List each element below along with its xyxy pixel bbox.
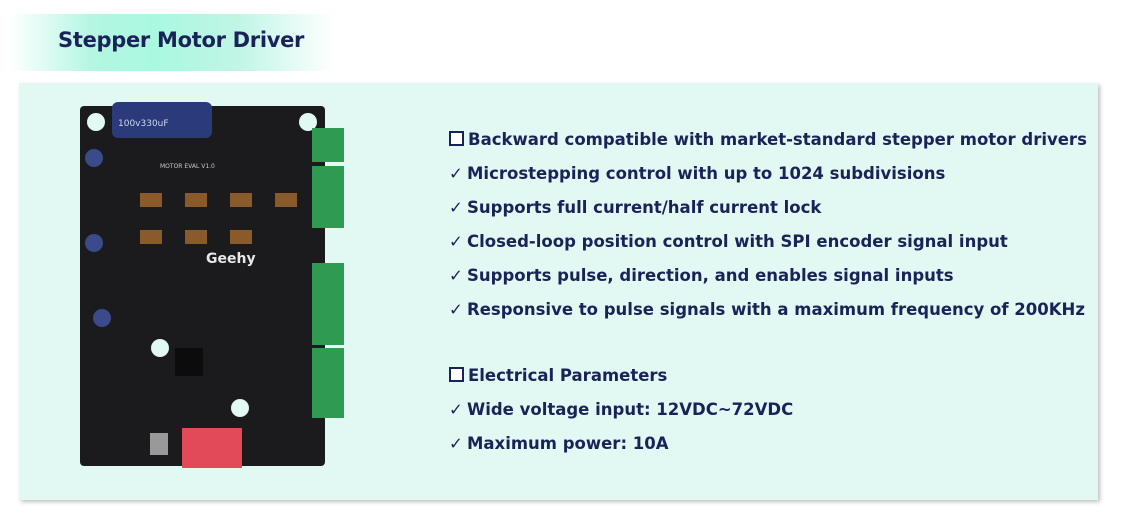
feature-text: Supports pulse, direction, and enables s… xyxy=(467,266,954,285)
feature-item: Backward compatible with market-standard… xyxy=(449,128,1087,162)
feature-list: Backward compatible with market-standard… xyxy=(449,128,1087,466)
check-icon: ✓ xyxy=(449,266,463,285)
feature-item: ✓Closed-loop position control with SPI e… xyxy=(449,230,1087,264)
pcb-board-image: 100v330uF Geehy MOTOR EVAL V1.0 xyxy=(80,102,344,468)
feature-item: ✓Supports pulse, direction, and enables … xyxy=(449,264,1087,298)
electrical-text: Wide voltage input: 12VDC~72VDC xyxy=(467,400,794,419)
title-band xyxy=(10,14,335,71)
electrical-text: Maximum power: 10A xyxy=(467,434,669,453)
feature-text: Microstepping control with up to 1024 su… xyxy=(467,164,946,183)
electrical-heading: Electrical Parameters xyxy=(449,364,1087,398)
feature-item: ✓Supports full current/half current lock xyxy=(449,196,1087,230)
check-icon: ✓ xyxy=(449,198,463,217)
feature-text: Closed-loop position control with SPI en… xyxy=(467,232,1008,251)
check-icon: ✓ xyxy=(449,232,463,251)
electrical-item: ✓Maximum power: 10A xyxy=(449,432,1087,466)
feature-text: Supports full current/half current lock xyxy=(467,198,822,217)
check-icon: ✓ xyxy=(449,300,463,319)
square-bullet-icon xyxy=(449,367,464,382)
check-icon: ✓ xyxy=(449,434,463,453)
svg-text:Geehy: Geehy xyxy=(206,251,256,267)
electrical-item: ✓Wide voltage input: 12VDC~72VDC xyxy=(449,398,1087,432)
svg-text:100v330uF: 100v330uF xyxy=(118,119,169,129)
heading-text: Electrical Parameters xyxy=(468,366,668,385)
check-icon: ✓ xyxy=(449,164,463,183)
square-bullet-icon xyxy=(449,131,464,146)
page-title: Stepper Motor Driver xyxy=(58,28,305,52)
feature-text: Backward compatible with market-standard… xyxy=(468,130,1087,149)
feature-text: Responsive to pulse signals with a maxim… xyxy=(467,300,1085,319)
feature-item: ✓Responsive to pulse signals with a maxi… xyxy=(449,298,1087,332)
svg-text:MOTOR EVAL V1.0: MOTOR EVAL V1.0 xyxy=(160,163,215,170)
feature-item: ✓Microstepping control with up to 1024 s… xyxy=(449,162,1087,196)
check-icon: ✓ xyxy=(449,400,463,419)
